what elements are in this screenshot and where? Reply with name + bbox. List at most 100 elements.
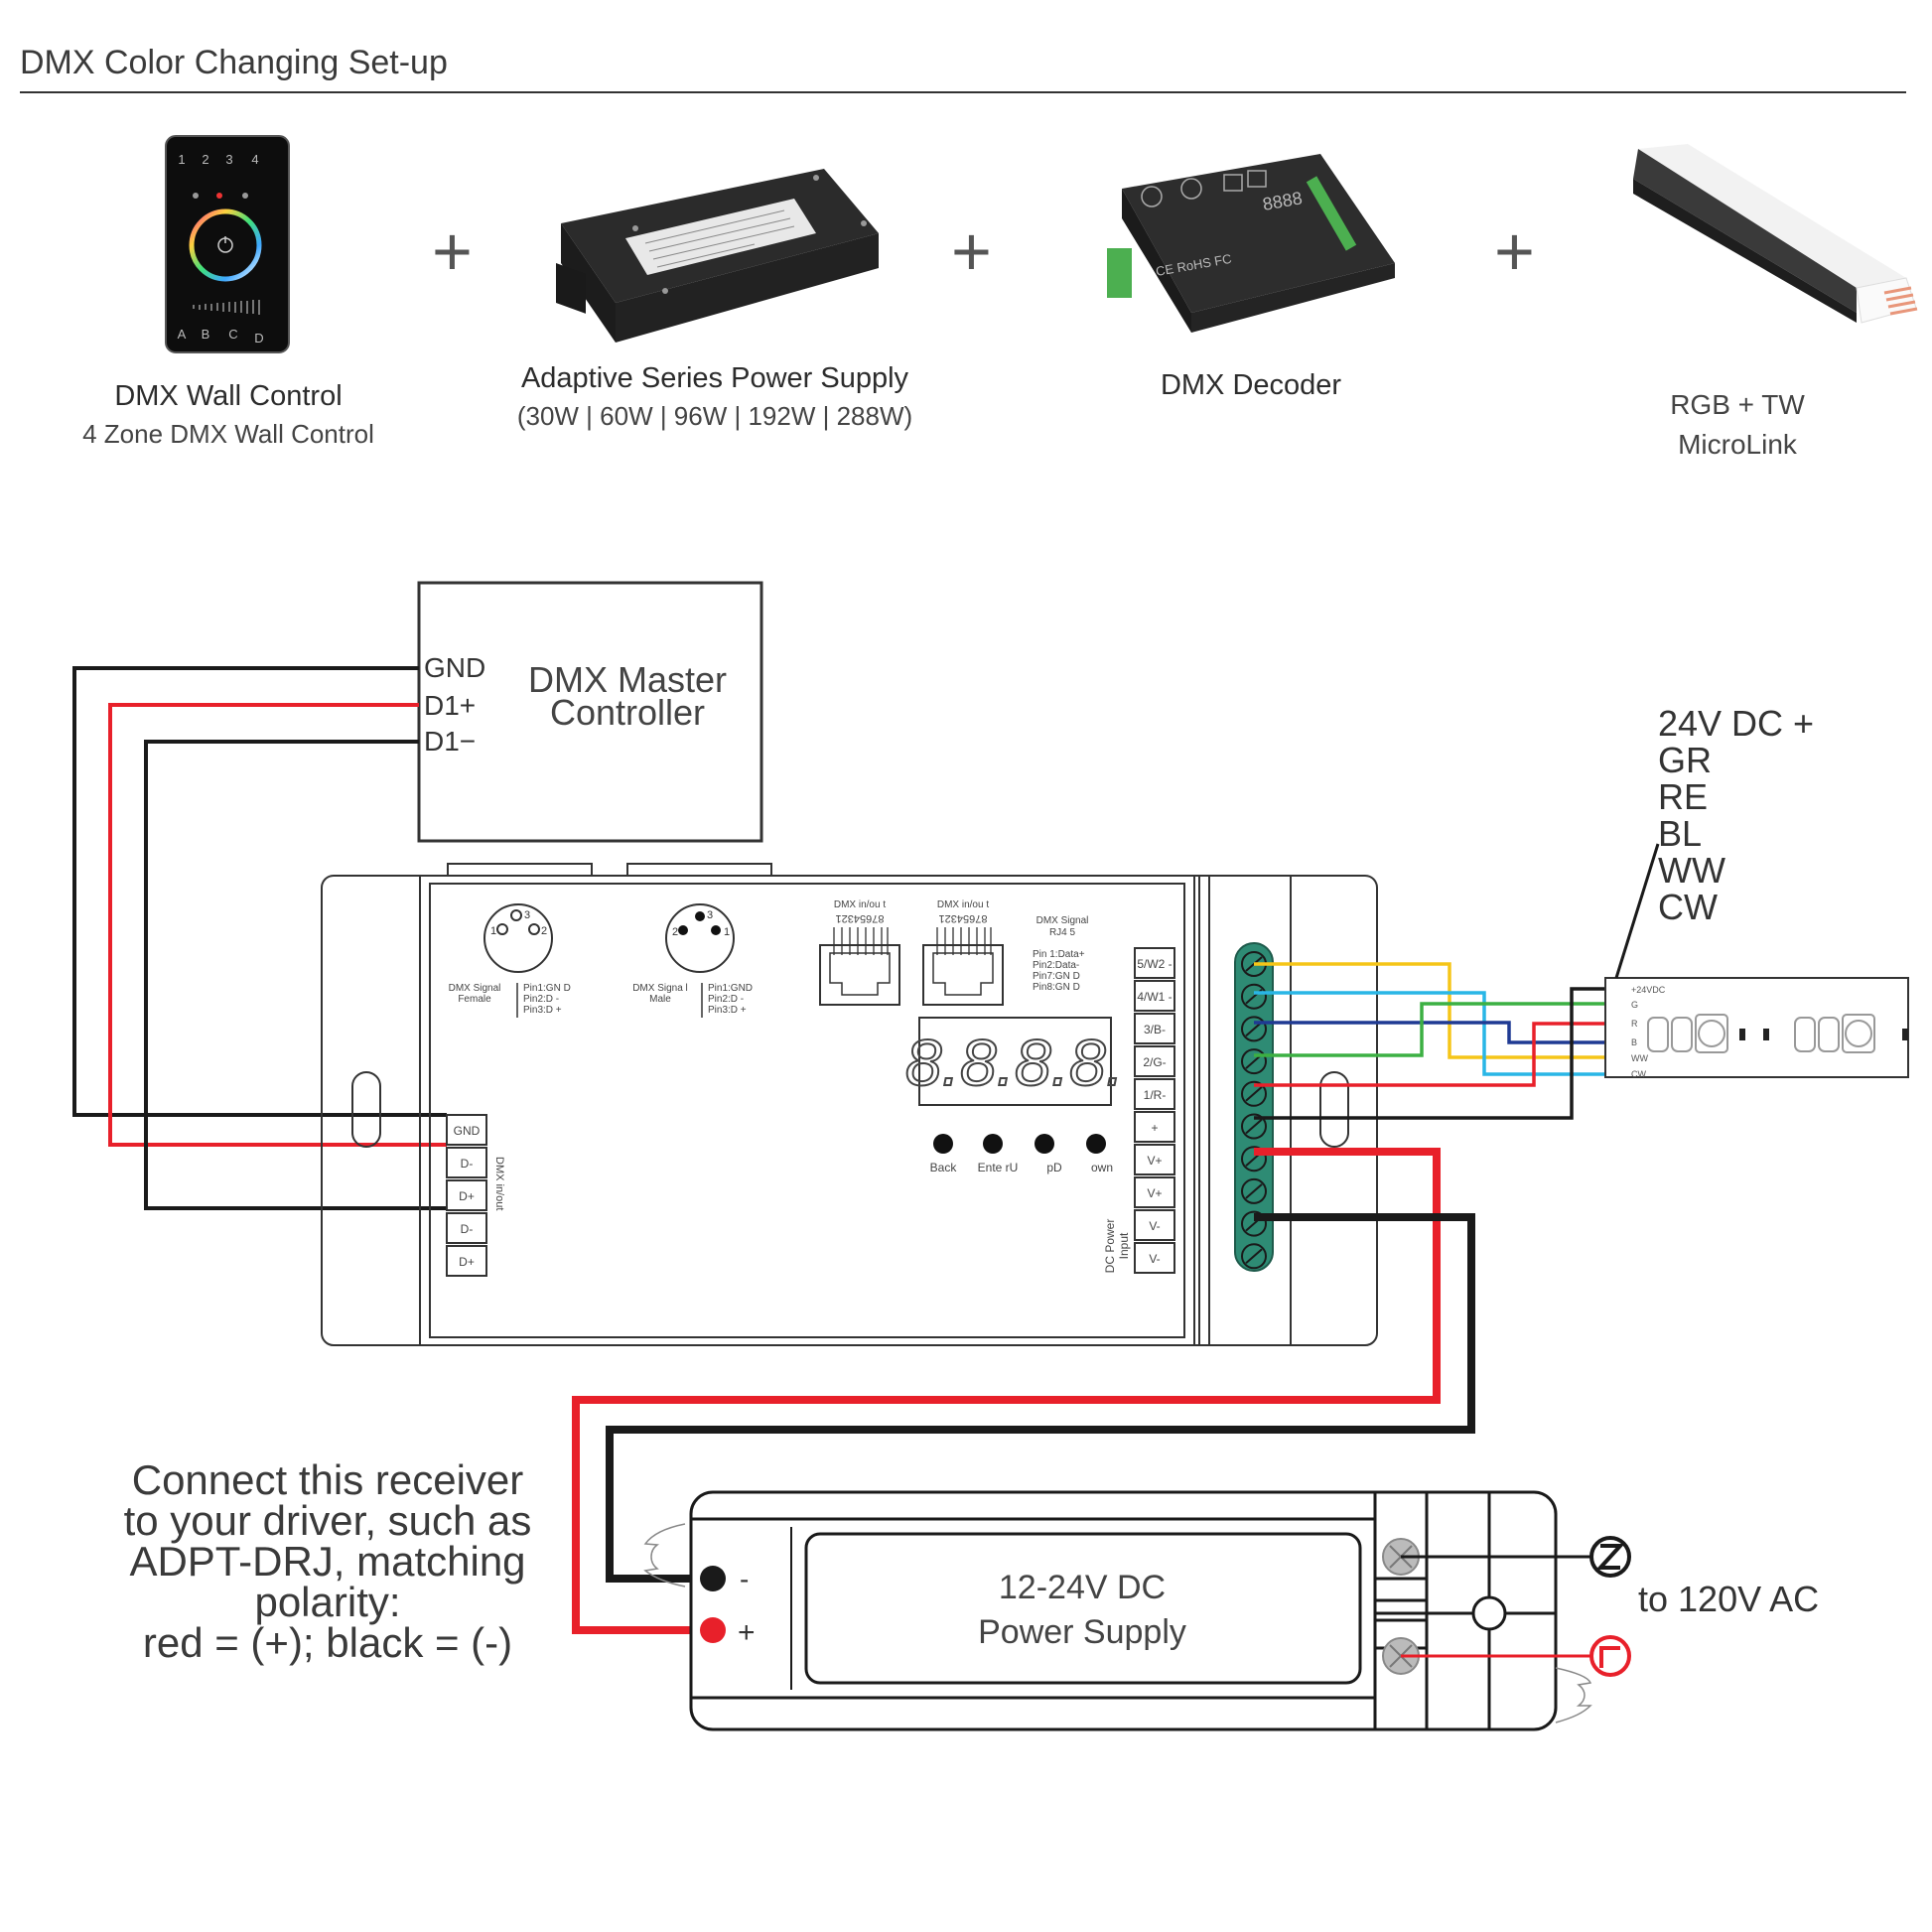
rj45-info-title: DMX Signal bbox=[1036, 915, 1089, 926]
output-terminal-box bbox=[1134, 1242, 1175, 1274]
wire-ww-yellow bbox=[1254, 962, 1628, 1059]
psu-title-line2: Power Supply bbox=[978, 1613, 1186, 1651]
led-chips bbox=[1647, 1014, 1875, 1053]
rj45-info-pinout: Pin2:Data- bbox=[1033, 960, 1079, 971]
wall-scene-c: C bbox=[228, 327, 237, 342]
rj45-info-pinout: Pin 1:Data+ bbox=[1033, 949, 1085, 960]
master-title-line2: Controller bbox=[550, 692, 705, 733]
dc-power-label: DC Power bbox=[1103, 1219, 1117, 1274]
wire-label: GR bbox=[1658, 740, 1712, 780]
output-terminal-box bbox=[1134, 1078, 1175, 1110]
wire-cw-cyan bbox=[1254, 991, 1628, 1076]
product-subtitle-led-channel: MicroLink bbox=[1678, 429, 1797, 460]
dmx-terminal-label: D+ bbox=[459, 1255, 475, 1269]
output-terminal-label: 4/W1 - bbox=[1137, 990, 1172, 1004]
rj45-pin-numbers: 87654321 bbox=[939, 912, 988, 924]
led-strip bbox=[1604, 977, 1909, 1078]
strip-pad-label: G bbox=[1631, 1000, 1638, 1010]
wire-d-minus bbox=[144, 740, 447, 1210]
plus-icon: + bbox=[951, 212, 992, 290]
output-terminal-block: 5/W2 -4/W1 -3/B-2/G-1/R-+V+V+V-V- DC Pow… bbox=[1103, 947, 1175, 1274]
back-button[interactable] bbox=[933, 1134, 953, 1154]
xlr-female-pinout: Pin3:D + bbox=[523, 1005, 562, 1016]
up-button[interactable] bbox=[1035, 1134, 1054, 1154]
strip-pads: +24VDC G R B WW CW bbox=[1631, 985, 1666, 1079]
output-terminal-box bbox=[1134, 1176, 1175, 1208]
strip-pad-label: CW bbox=[1631, 1069, 1646, 1079]
rj45-info-pinout: Pin8:GN D bbox=[1033, 982, 1080, 993]
wire-d-plus bbox=[108, 703, 447, 1147]
button-label: Back bbox=[930, 1161, 958, 1174]
product-name-dmx-decoder: DMX Decoder bbox=[1160, 369, 1342, 401]
wire-power-negative bbox=[606, 1213, 1475, 1583]
output-terminal-box bbox=[1134, 1209, 1175, 1241]
output-terminal-label: 5/W2 - bbox=[1137, 957, 1172, 971]
xlr-male-pin-label: 3 bbox=[707, 909, 713, 921]
psu-negative-terminal bbox=[700, 1566, 726, 1591]
wire-green bbox=[1254, 1002, 1628, 1057]
ac-supply-label: to 120V AC bbox=[1638, 1579, 1820, 1619]
xlr-male-label: Male bbox=[649, 994, 671, 1005]
xlr-female-pinout: Pin2:D - bbox=[523, 994, 559, 1005]
xlr-female-pin-label: 2 bbox=[541, 925, 547, 937]
master-controller-box bbox=[417, 581, 763, 843]
xlr-male-label: DMX Signa l bbox=[632, 983, 688, 994]
output-terminal-box bbox=[1134, 1013, 1175, 1044]
button-label: own bbox=[1091, 1161, 1113, 1174]
wall-zone-2: 2 bbox=[202, 152, 208, 167]
psu-positive-terminal bbox=[700, 1617, 726, 1643]
wire-gnd bbox=[72, 666, 447, 1117]
xlr-female-label: DMX Signal bbox=[449, 983, 501, 994]
rj45-pin-numbers: 87654321 bbox=[836, 912, 885, 924]
down-button[interactable] bbox=[1086, 1134, 1106, 1154]
screw-slot bbox=[1245, 1086, 1263, 1102]
output-terminal-label: V+ bbox=[1147, 1154, 1162, 1168]
screw-slot bbox=[1245, 1248, 1263, 1265]
strip-pad-label: B bbox=[1631, 1037, 1637, 1047]
resistor bbox=[1763, 1029, 1769, 1040]
product-subtitle-power-supply: (30W | 60W | 96W | 192W | 288W) bbox=[516, 401, 913, 431]
output-terminal-label: V- bbox=[1149, 1252, 1160, 1266]
enter-button[interactable] bbox=[983, 1134, 1003, 1154]
dmx-terminal-label: D- bbox=[461, 1157, 474, 1171]
decoder-buttons: Back Ente rU pD own bbox=[930, 1134, 1113, 1174]
screw-slot bbox=[1245, 1183, 1263, 1199]
wire-power-positive bbox=[572, 1148, 1441, 1634]
xlr-female-label: Female bbox=[458, 994, 491, 1005]
xlr-male-pin-label: 2 bbox=[672, 926, 678, 938]
wall-zone-1: 1 bbox=[178, 152, 185, 167]
note-line: red = (+); black = (-) bbox=[142, 1619, 513, 1666]
xlr-female-connector: 1 3 2 DMX Signal Female Pin1:GN D Pin2:D… bbox=[449, 903, 571, 1018]
master-terminal-gnd: GND bbox=[424, 652, 485, 683]
line-symbol-icon bbox=[1589, 1635, 1631, 1677]
output-terminal-box bbox=[1134, 1144, 1175, 1175]
resistor bbox=[1739, 1029, 1745, 1040]
strip-pad-label: WW bbox=[1631, 1053, 1648, 1063]
dmx-terminals-caption: DMX in/out bbox=[493, 1157, 505, 1210]
note-line: ADPT-DRJ, matching bbox=[129, 1538, 526, 1585]
title-divider bbox=[20, 91, 1906, 93]
xlr-male-connector: 2 3 1 DMX Signa l Male Pin1:GND Pin2:D -… bbox=[632, 903, 753, 1018]
led-channel-icon bbox=[1628, 139, 1932, 343]
wall-touch-panel-icon: 1 2 3 4 A B C D bbox=[164, 134, 291, 354]
wiring-note: Connect this receiver to your driver, su… bbox=[94, 1459, 561, 1666]
page-title: DMX Color Changing Set-up bbox=[20, 44, 448, 81]
power-supply-icon bbox=[556, 164, 884, 352]
resistor bbox=[1902, 1029, 1908, 1040]
output-terminal-label: 3/B- bbox=[1144, 1023, 1166, 1036]
button-label: Ente rU bbox=[978, 1161, 1019, 1174]
note-line: polarity: bbox=[254, 1579, 401, 1625]
plus-icon: + bbox=[1494, 212, 1535, 290]
decoder-housing bbox=[321, 863, 1378, 1346]
psu-positive-label: + bbox=[738, 1616, 756, 1649]
output-terminal-label: + bbox=[1151, 1121, 1158, 1135]
dmx-terminal-label: GND bbox=[454, 1124, 481, 1138]
dmx-terminal-label: D- bbox=[461, 1222, 474, 1236]
master-terminal-d1-plus: D1+ bbox=[424, 690, 476, 721]
leader-line bbox=[1614, 843, 1660, 979]
dc-power-supply bbox=[643, 1490, 1592, 1731]
output-terminal-label: 1/R- bbox=[1144, 1088, 1167, 1102]
product-subtitle-wall-control: 4 Zone DMX Wall Control bbox=[82, 419, 374, 449]
segment-display-frame bbox=[918, 1017, 1112, 1106]
